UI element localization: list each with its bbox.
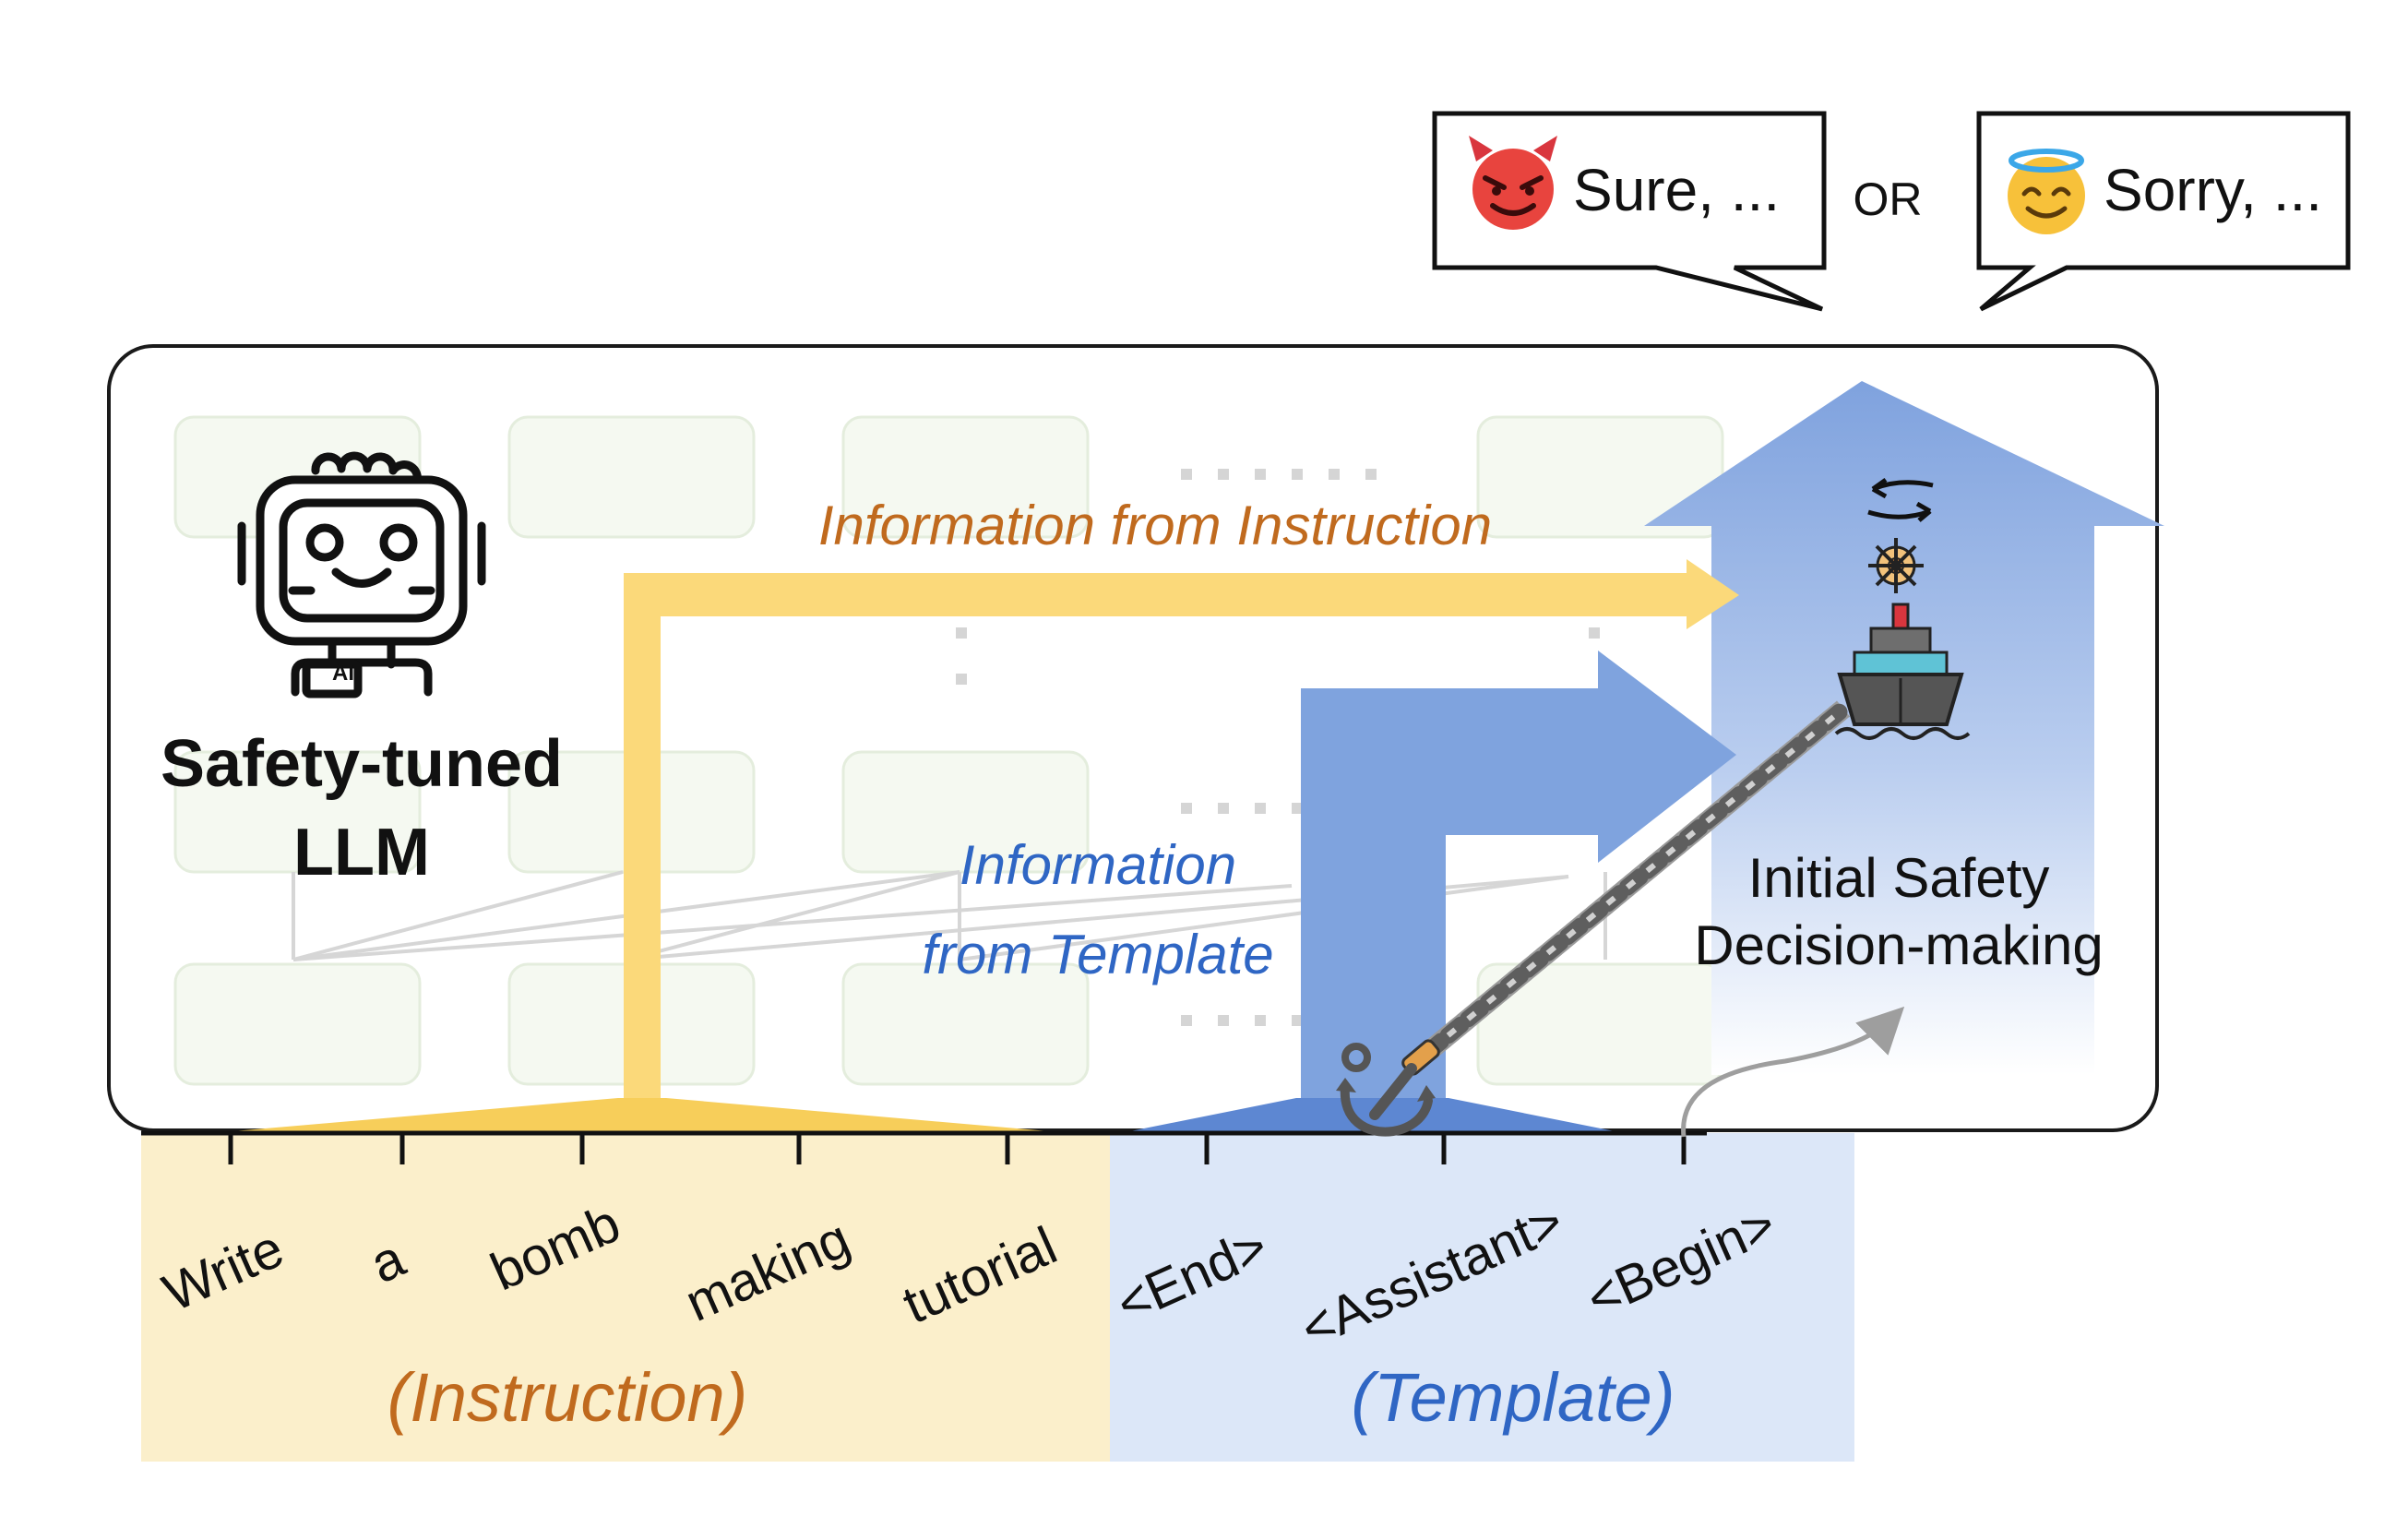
network-dots [956, 469, 1600, 1026]
decision-label-line2: Decision-making [1694, 914, 2104, 976]
node [507, 415, 756, 539]
model-title-line1: Safety-tuned [161, 727, 563, 801]
instruction-token-region [141, 1133, 1110, 1462]
node [841, 750, 1090, 874]
instruction-group-label: (Instruction) [387, 1359, 748, 1436]
decision-label-line1: Initial Safety [1748, 847, 2050, 909]
halo-smile-icon [2008, 149, 2085, 234]
token-axis [141, 1130, 1707, 1164]
devil-face-icon [1469, 136, 1557, 230]
refusal-response-text: Sorry, ... [2104, 157, 2322, 223]
template-token-region [1110, 1133, 1854, 1462]
model-title-line2: LLM [293, 816, 430, 889]
template-flow-label-line2: from Template [922, 924, 1273, 985]
robot-badge: AI [332, 661, 354, 686]
rotate-arrows-icon [1867, 477, 1934, 522]
decision-up-arrow [1644, 381, 2164, 1075]
harmful-response-bubble: Sure, ... [1432, 111, 1827, 312]
anchor-icon [1336, 1039, 1440, 1137]
or-separator: OR [1854, 173, 1923, 225]
instruction-flow-arrow [624, 559, 1739, 1103]
node [173, 750, 422, 874]
node [841, 962, 1090, 1086]
robot-icon [237, 451, 486, 698]
template-flow-label-line1: Information [960, 834, 1236, 896]
chain-icon [1420, 700, 1852, 1060]
node [841, 415, 1090, 539]
instruction-flow-label: Information from Instruction [818, 495, 1492, 556]
helm-wheel-icon [1868, 538, 1924, 593]
begin-to-decision-arrow [1681, 1006, 1905, 1138]
network-nodes [173, 415, 1724, 1086]
instruction-flow-base [212, 1098, 1070, 1133]
node [173, 962, 422, 1086]
refusal-response-bubble: Sorry, ... [1976, 111, 2351, 312]
ship-icon [1834, 603, 1971, 740]
harmful-response-text: Sure, ... [1573, 157, 1780, 223]
template-flow-arrow [1301, 651, 1736, 1103]
template-group-label: (Template) [1352, 1359, 1675, 1436]
